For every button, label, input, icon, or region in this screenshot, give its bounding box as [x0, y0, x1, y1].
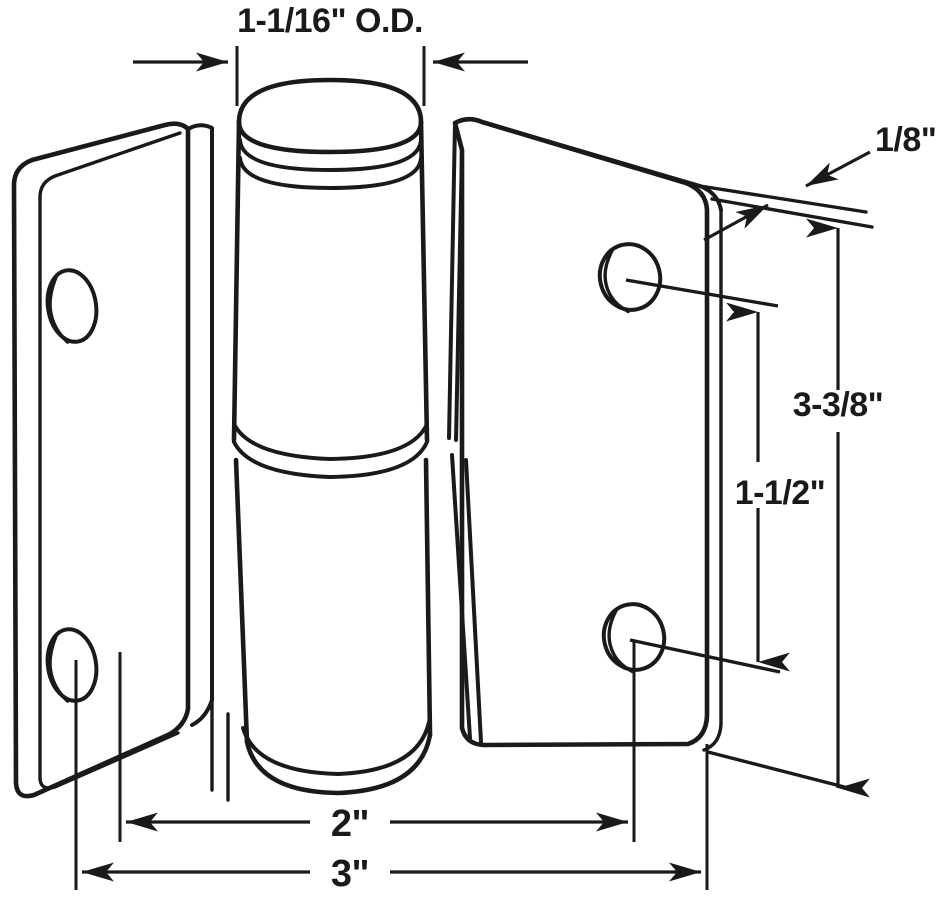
- right-leaf-edge-extension-lower: [710, 197, 874, 229]
- dimension-leaf-thickness: 1/8": [703, 121, 936, 242]
- leader-bottom-right-edge: [707, 750, 857, 792]
- twoinch-label: 2": [331, 803, 369, 845]
- right-leaf-fold-lower: [450, 453, 472, 740]
- height-label: 3-3/8": [793, 386, 884, 424]
- hole-leader-lines: [625, 278, 857, 792]
- hinge-barrel: [231, 77, 433, 796]
- thickness-arrow-lower: [703, 203, 769, 242]
- thickness-label: 1/8": [875, 121, 936, 159]
- barrel-ring-4: [232, 440, 429, 479]
- hinge-body: [11, 77, 874, 802]
- left-leaf-thickness-edge-top: [38, 131, 182, 199]
- holespacing-label: 1-1/2": [735, 474, 826, 512]
- dimension-hole-spacing-vertical: 1-1/2": [726, 302, 826, 672]
- left-leaf-face: [11, 121, 191, 799]
- dimension-overall-width: 3": [82, 853, 701, 895]
- right-leaf-hole-lower: [601, 602, 667, 674]
- barrel-bottom-cap: [244, 732, 433, 796]
- dimension-barrel-od: 1-1/16" O.D.: [133, 2, 528, 106]
- left-leaf-hole-upper: [45, 268, 99, 344]
- right-leaf-fold-upper: [447, 121, 457, 440]
- barrel-ring-1: [238, 138, 423, 172]
- left-knuckle-return-edge: [186, 123, 214, 727]
- barrel-ring-3: [232, 422, 429, 461]
- right-leaf-edge-extension-upper: [698, 184, 868, 214]
- left-leaf-knuckle-return: [186, 123, 230, 802]
- right-leaf-hole-upper: [597, 242, 663, 314]
- barrel-top-cap-front: [236, 119, 424, 155]
- left-leaf-hole-lower: [45, 627, 99, 703]
- right-leaf-face: [452, 116, 710, 748]
- barrel-right-side-lower: [423, 457, 433, 738]
- bottom-extension-lines: [74, 640, 709, 890]
- right-leaf-fold-upper-2: [454, 148, 464, 442]
- barrel-top-cap: [236, 77, 424, 125]
- right-leaf-fold-lower-2: [464, 458, 483, 744]
- barrel-left-side-lower: [233, 457, 250, 745]
- left-leaf: [11, 121, 191, 799]
- dimension-overall-height: 3-3/8": [793, 218, 884, 798]
- left-leaf-thickness-edge-bottom: [38, 731, 180, 790]
- barrel-right-side-upper: [418, 119, 430, 443]
- barrel-ring-2: [238, 156, 423, 190]
- leader-right-lower-hole: [629, 638, 781, 674]
- threeinch-label: 3": [331, 853, 369, 895]
- od-label: 1-1/16" O.D.: [237, 2, 423, 40]
- thickness-arrow-upper: [805, 150, 871, 188]
- dimension-hole-spacing-horizontal: 2": [126, 803, 628, 845]
- barrel-bottom-ring: [241, 720, 431, 776]
- barrel-left-side-upper: [231, 119, 242, 443]
- leader-right-upper-hole: [625, 278, 779, 308]
